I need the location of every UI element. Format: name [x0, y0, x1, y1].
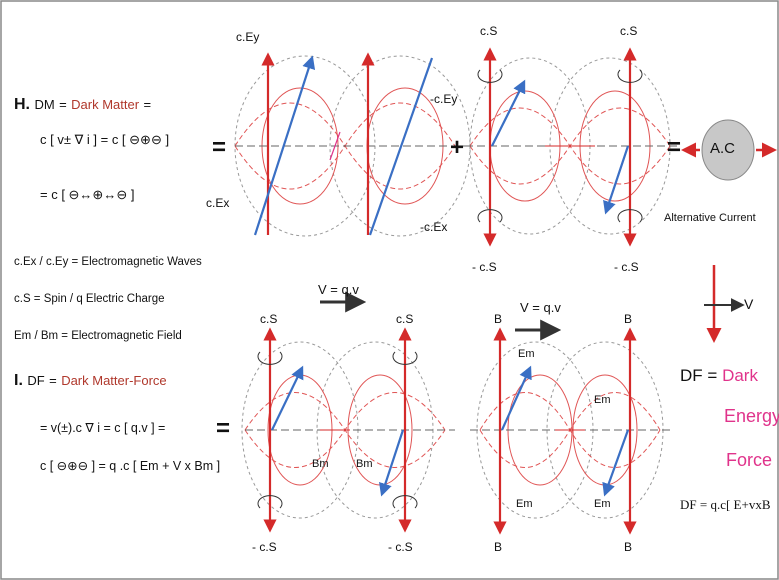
section-h-eq2: = [143, 97, 152, 112]
ac-caption: Alternative Current [664, 212, 756, 224]
section-i-heading: I. DF = Dark Matter-Force [14, 372, 167, 390]
panel-bottom-left [241, 291, 455, 533]
label-cs-bl-b: c.S [396, 312, 414, 326]
section-h-eq: = [59, 97, 67, 112]
velocity-label-left: V = q.v [318, 282, 359, 297]
label-cey: c.Ey [236, 30, 260, 44]
df-formula: DF = q.c[ E+vxB [680, 497, 771, 512]
section-i-title: Dark Matter-Force [61, 373, 167, 388]
label-neg-cey: -c.Ey [430, 92, 458, 106]
label-b-a: B [494, 312, 503, 326]
df-heading-eq: = [707, 366, 718, 385]
df-heading: DF = Dark [680, 366, 758, 386]
velocity-label-right: V = q.v [520, 300, 561, 315]
section-i-df: DF [27, 373, 45, 388]
ac-symbol [681, 119, 777, 181]
ac-label: A.C [710, 140, 736, 157]
section-i-letter: I. [14, 372, 23, 389]
label-neg-cex: -c.Ex [420, 220, 448, 234]
label-bm-b: Bm [356, 458, 373, 470]
label-em-d: Em [594, 498, 611, 510]
section-h-dm: DM [34, 97, 55, 112]
df-heading-df: DF [680, 366, 703, 385]
label-b-b: B [624, 312, 633, 326]
label-em-c: Em [516, 498, 533, 510]
label-cs-top-a: c.S [480, 24, 498, 38]
label-em-a: Em [518, 348, 535, 360]
section-i-eq: = [49, 373, 57, 388]
operator-eq-3: = [216, 415, 231, 442]
operator-eq-2: = [667, 134, 682, 161]
df-v-label: V [744, 296, 754, 312]
label-neg-cs-bl-b: - c.S [388, 540, 413, 554]
section-i-line1: = v(±).c ∇ i = c [ q.v ] = [40, 421, 166, 435]
section-h-line2: = c [ ⊖↔⊕↔⊖ ] [40, 187, 135, 202]
section-h-heading: H. DM = Dark Matter = [14, 96, 151, 114]
legend-spin: c.S = Spin / q Electric Charge [14, 293, 165, 305]
panel-top-right [465, 47, 680, 247]
df-force: Force [726, 450, 773, 470]
operator-plus: + [450, 134, 465, 161]
section-h-letter: H. [14, 96, 30, 113]
df-energy: Energy [724, 406, 779, 426]
legend-field: Em / Bm = Electromagnetic Field [14, 330, 182, 342]
label-neg-b-b: B [624, 540, 633, 554]
df-heading-dark: Dark [722, 366, 758, 385]
label-neg-cs-top-a: - c.S [472, 260, 497, 274]
label-cs-top-b: c.S [620, 24, 638, 38]
section-h-line1: c [ v± ∇ i ] = c [ ⊖⊕⊖ ] [40, 132, 170, 147]
df-vector-symbol [704, 265, 745, 343]
label-cex: c.Ex [206, 196, 230, 210]
label-neg-cs-bl-a: - c.S [252, 540, 277, 554]
label-neg-b-a: B [494, 540, 503, 554]
section-h-title: Dark Matter [71, 97, 140, 112]
section-i-line2: c [ ⊖⊕⊖ ] = q .c [ Em + V x Bm ] [40, 459, 221, 473]
label-bm-a: Bm [312, 458, 329, 470]
panel-bottom-right [470, 319, 670, 535]
legend-waves: c.Ex / c.Ey = Electromagnetic Waves [14, 256, 202, 268]
label-cs-bl-a: c.S [260, 312, 278, 326]
label-em-b: Em [594, 394, 611, 406]
operator-eq-1: = [212, 134, 227, 161]
panel-top-left [234, 52, 475, 237]
label-neg-cs-top-b: - c.S [614, 260, 639, 274]
